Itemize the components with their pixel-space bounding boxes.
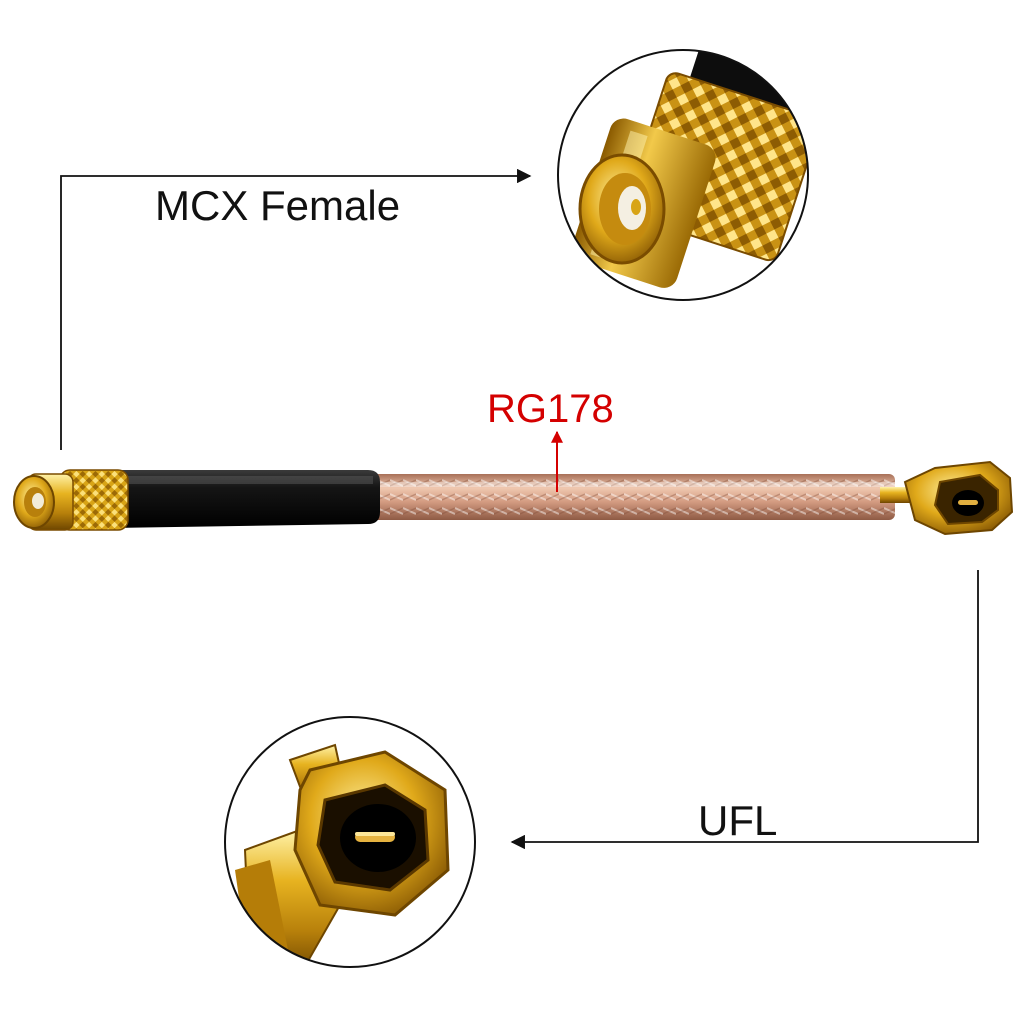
ufl-connector-icon — [880, 460, 1014, 536]
ufl-leader-line — [510, 570, 979, 850]
rg178-cable — [370, 474, 895, 520]
cable-assembly — [13, 460, 1014, 536]
ufl-connector-closeup-icon — [224, 716, 476, 968]
mcx-leader-line — [60, 168, 532, 450]
mcx-female-plug-icon — [13, 469, 129, 531]
rg178-label: RG178 — [487, 387, 614, 431]
mcx-female-connector-closeup-icon — [557, 49, 809, 301]
ufl-label: UFL — [698, 797, 778, 844]
heat-shrink-sleeve — [110, 470, 380, 528]
mcx-female-label: MCX Female — [155, 182, 401, 229]
